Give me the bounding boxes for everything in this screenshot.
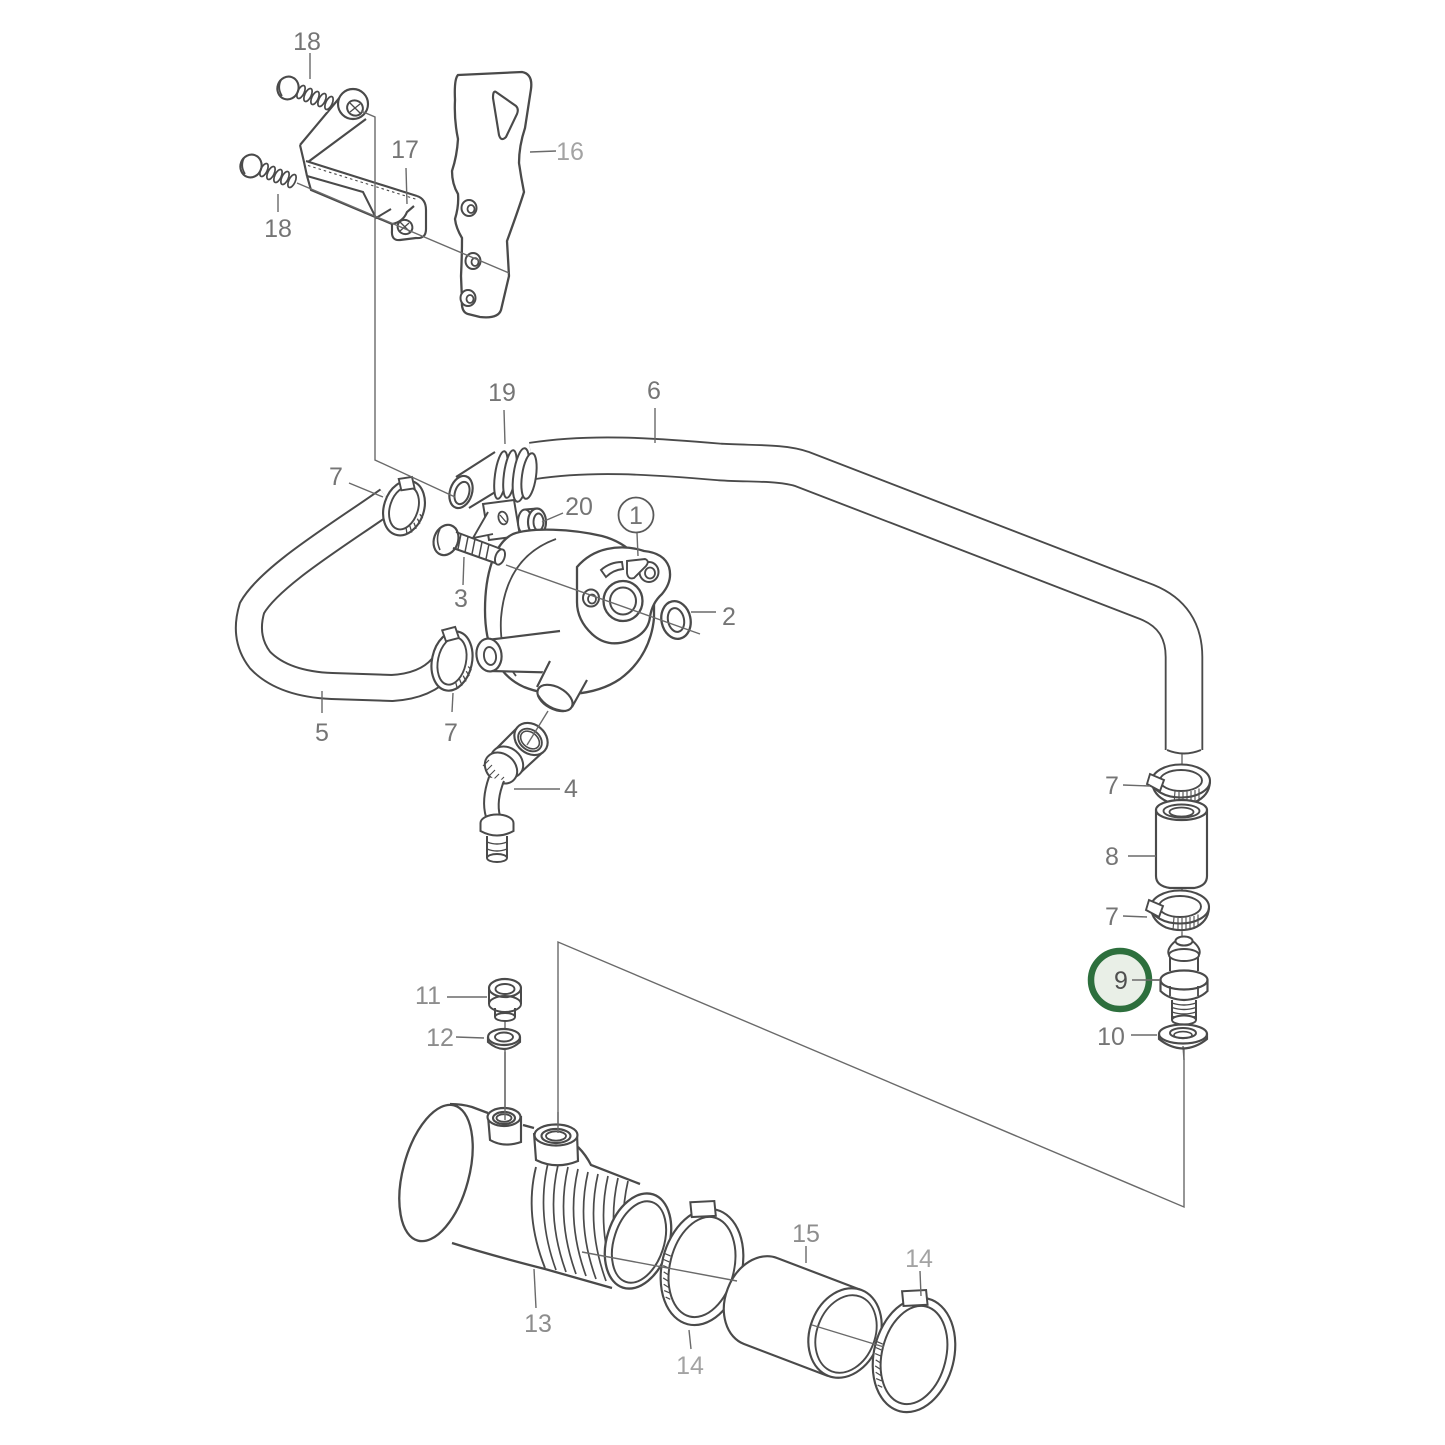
svg-text:18: 18 [293,28,321,56]
svg-text:13: 13 [524,1310,552,1338]
svg-text:4: 4 [564,775,578,803]
svg-text:7: 7 [1105,903,1119,931]
svg-text:5: 5 [315,719,329,747]
svg-text:8: 8 [1105,843,1119,871]
svg-text:3: 3 [454,585,468,613]
svg-text:1: 1 [629,502,643,530]
svg-text:7: 7 [444,719,458,747]
svg-text:19: 19 [488,379,516,407]
svg-text:16: 16 [556,138,584,166]
svg-text:12: 12 [426,1024,454,1052]
svg-text:2: 2 [722,603,736,631]
svg-text:10: 10 [1097,1023,1125,1051]
svg-text:20: 20 [565,493,593,521]
svg-text:17: 17 [391,136,419,164]
svg-text:7: 7 [1105,772,1119,800]
svg-text:9: 9 [1114,967,1128,995]
svg-text:6: 6 [647,377,661,405]
svg-text:18: 18 [264,215,292,243]
svg-text:7: 7 [329,463,343,491]
svg-text:14: 14 [676,1352,704,1380]
svg-text:14: 14 [905,1245,933,1273]
svg-text:11: 11 [415,982,441,1010]
svg-text:15: 15 [792,1220,820,1248]
